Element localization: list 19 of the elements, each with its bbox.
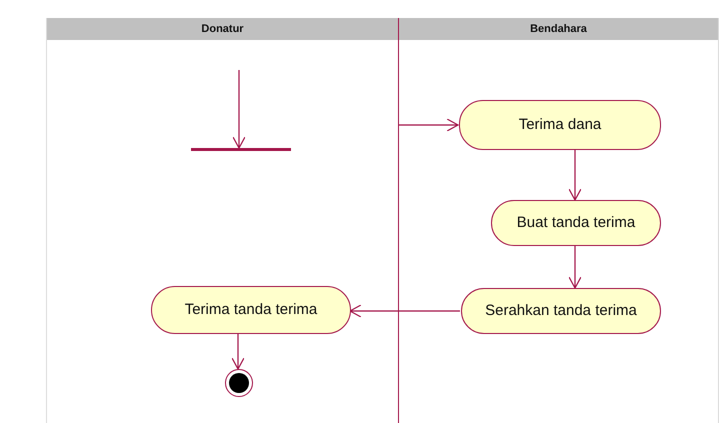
activity-box [151,286,351,334]
activity-label: Terima tanda terima [184,301,318,319]
lane-header: Donatur [47,18,398,40]
activity-label: Terima dana [518,116,602,134]
activity-box [459,100,661,150]
activity-box [491,200,661,246]
activity-label: Buat tanda terima [516,214,636,232]
end-node [225,369,253,397]
swimlane [46,18,398,423]
arrow [398,118,459,132]
arrow [231,334,245,370]
arrow [232,70,246,149]
swimlane [398,18,719,423]
arrow [568,246,582,289]
activity-box [461,288,661,334]
synchronization-bar [191,148,291,151]
lane-header: Bendahara [399,18,718,40]
arrow [568,150,582,201]
activity-label: Serahkan tanda terima [485,302,637,320]
